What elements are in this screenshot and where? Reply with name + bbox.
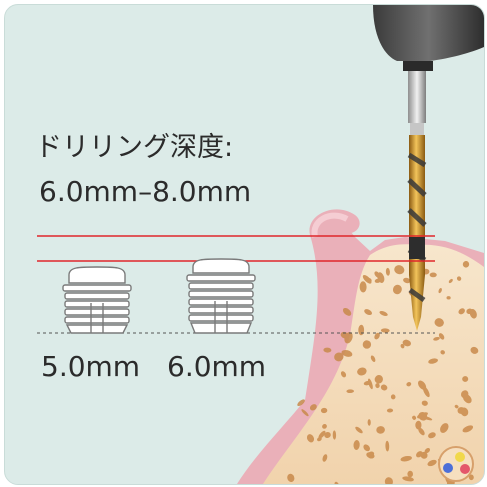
implant-short-length: 5.0mm xyxy=(41,350,140,383)
drilling-depth-range: 6.0mm–8.0mm xyxy=(39,175,251,208)
implant-long-length: 6.0mm xyxy=(167,350,266,383)
drill-shank xyxy=(408,71,426,123)
handpiece-icon xyxy=(373,5,484,71)
implant-short-icon xyxy=(63,267,131,333)
drilling-illustration xyxy=(5,5,484,484)
jaw-bone xyxy=(263,244,484,484)
bone-pore xyxy=(430,273,437,278)
drilling-depth-title: ドリリング深度: xyxy=(35,125,233,164)
implant-long-icon xyxy=(187,259,255,333)
diagram-panel: ドリリング深度: 6.0mm–8.0mm 5.0mm 6.0mm xyxy=(4,4,485,485)
